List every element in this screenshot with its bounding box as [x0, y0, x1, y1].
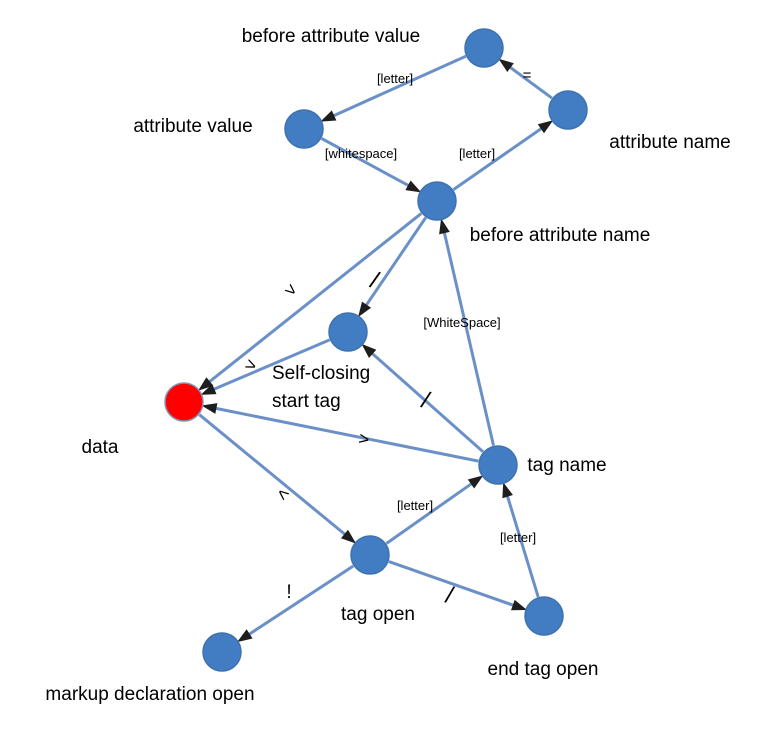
- edge-tag_open-to-end_tag_open: [388, 560, 517, 608]
- arrowhead-tag_name-to-before_attribute_name: [439, 218, 450, 235]
- edge-before_attribute_name-to-self_closing_start_tag: [363, 216, 428, 309]
- edge-label-self_closing_start_tag-to-data: >: [242, 354, 260, 377]
- edge-tag_name-to-self_closing_start_tag: [369, 350, 484, 453]
- arrowhead-before_attribute_name-to-self_closing_start_tag: [358, 301, 372, 318]
- node-label-tag_open: tag open: [341, 604, 415, 625]
- node-label-self_closing_start_tag-line1: Self-closing: [272, 363, 370, 384]
- node-self_closing_start_tag: [328, 312, 368, 352]
- edge-label-before_attribute_name-to-attribute_name: [letter]: [459, 146, 495, 161]
- edge-attribute_name-to-before_attribute_value: [507, 64, 553, 100]
- node-label-markup_declaration_open: markup declaration open: [45, 684, 254, 705]
- edge-label-attribute_name-to-before_attribute_value: =: [523, 67, 532, 84]
- arrowhead-end_tag_open-to-tag_name: [502, 482, 513, 499]
- arrowhead-tag_open-to-markup_declaration_open: [237, 629, 253, 643]
- edge-label-before_attribute_name-to-data: >: [281, 279, 302, 301]
- arrowhead-attribute_name-to-before_attribute_value: [498, 58, 514, 72]
- edge-label-data-to-tag_open: <: [273, 483, 294, 505]
- labels-layer: [letter] = [whitespace] [letter] > / [WhiteSpa…: [45, 26, 730, 705]
- edge-self_closing_start_tag-to-data: [211, 338, 331, 392]
- node-label-attribute_value: attribute value: [133, 116, 252, 137]
- arrowhead-tag_name-to-self_closing_start_tag: [361, 343, 377, 358]
- edge-label-tag_open-to-tag_name: [letter]: [397, 498, 433, 513]
- node-tag_open: [350, 535, 390, 575]
- edges-layer: [198, 54, 554, 643]
- arrowhead-tag_open-to-tag_name: [467, 475, 484, 489]
- node-before_attribute_name: [417, 181, 457, 221]
- arrowhead-tag_name-to-data: [201, 403, 218, 414]
- node-label-before_attribute_value: before attribute value: [242, 26, 421, 47]
- edge-label-before_attribute_value-to-attribute_value: [letter]: [377, 71, 413, 86]
- edge-attribute_value-to-before_attribute_name: [320, 137, 412, 189]
- edge-tag_name-to-before_attribute_name: [442, 229, 495, 446]
- node-label-end_tag_open: end tag open: [488, 659, 599, 680]
- node-label-tag_name: tag name: [527, 455, 606, 476]
- nodes-layer: [164, 28, 588, 672]
- arrowhead-tag_open-to-end_tag_open: [511, 599, 527, 611]
- node-label-self_closing_start_tag-line2: start tag: [272, 391, 341, 412]
- node-before_attribute_value: [464, 28, 504, 68]
- node-end_tag_open: [524, 596, 564, 636]
- node-markup_declaration_open: [202, 632, 242, 672]
- node-label-attribute_name: attribute name: [609, 132, 730, 153]
- arrowhead-before_attribute_value-to-attribute_value: [320, 110, 337, 122]
- node-label-before_attribute_name: before attribute name: [470, 225, 651, 246]
- edge-label-tag_name-to-self_closing_start_tag: /: [418, 387, 433, 415]
- edge-label-tag_name-to-data: >: [357, 428, 371, 450]
- edge-label-tag_open-to-markup_declaration_open: !: [286, 582, 291, 603]
- arrowhead-attribute_value-to-before_attribute_name: [405, 180, 422, 193]
- node-attribute_value: [284, 109, 324, 149]
- arrowhead-before_attribute_name-to-data: [198, 377, 214, 391]
- edge-tag_open-to-markup_declaration_open: [246, 564, 355, 637]
- edge-before_attribute_name-to-data: [206, 212, 423, 385]
- arrowhead-before_attribute_name-to-attribute_name: [537, 120, 554, 134]
- node-tag_name: [478, 445, 518, 485]
- edge-end_tag_open-to-tag_name: [505, 493, 540, 598]
- edge-before_attribute_value-to-attribute_value: [330, 54, 467, 119]
- arrowhead-data-to-tag_open: [341, 529, 357, 544]
- edge-tag_name-to-data: [213, 406, 479, 463]
- edge-data-to-tag_open: [198, 413, 348, 538]
- node-data: [164, 382, 204, 422]
- edge-label-attribute_value-to-before_attribute_name: [whitespace]: [325, 146, 397, 161]
- edge-label-tag_name-to-before_attribute_name: [WhiteSpace]: [423, 315, 500, 330]
- edge-label-tag_open-to-end_tag_open: /: [443, 582, 457, 610]
- node-attribute_name: [548, 90, 588, 130]
- arrowhead-self_closing_start_tag-to-data: [200, 384, 217, 395]
- node-label-data: data: [82, 437, 119, 458]
- edge-before_attribute_name-to-attribute_name: [452, 125, 545, 191]
- edge-label-end_tag_open-to-tag_name: [letter]: [500, 530, 536, 545]
- edge-tag_open-to-tag_name: [385, 481, 475, 545]
